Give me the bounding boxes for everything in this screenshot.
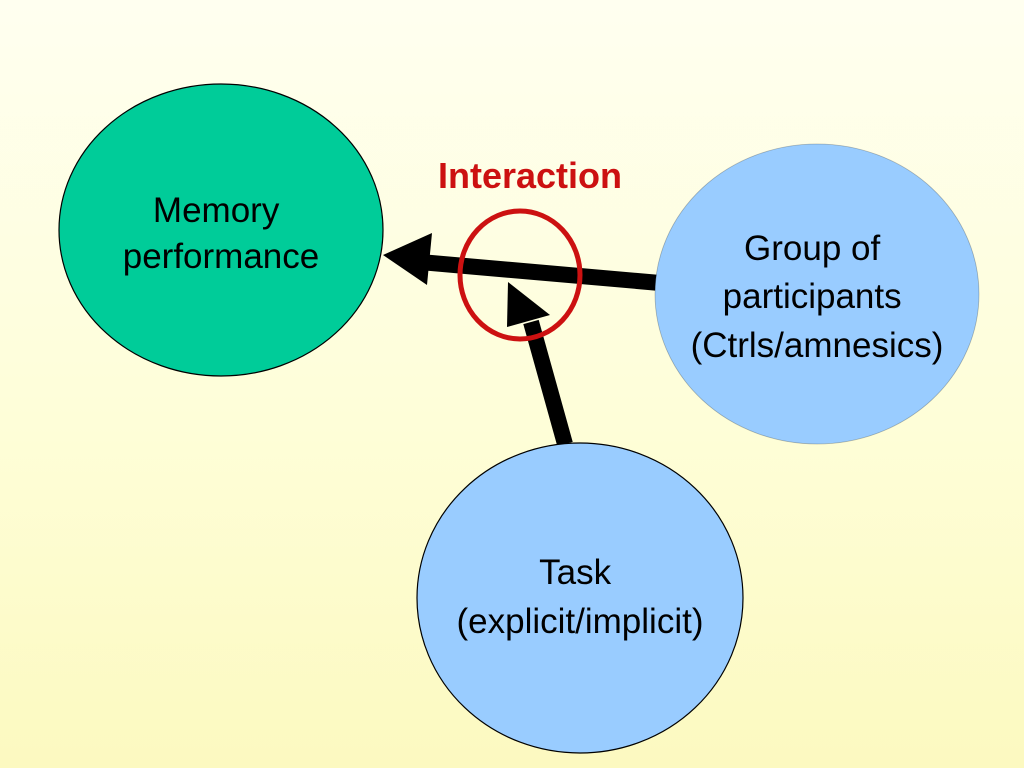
memory-label-line-2: performance [123,237,319,276]
memory-performance-node: Memory performance [58,83,384,377]
task-node: Task (explicit/implicit) [416,442,744,754]
group-label-line-3: (Ctrls/amnesics) [691,326,944,365]
group-label-line-1: Group of [744,229,880,268]
task-label-line-2: (explicit/implicit) [457,602,704,641]
task-to-interaction-arrow-shaft [523,319,573,447]
memory-label-line-1: Memory [153,191,280,230]
interaction-label: Interaction [438,155,622,196]
group-participants-node: Group of participants (Ctrls/amnesics) [654,143,980,445]
group-label-line-2: participants [723,277,902,316]
group-to-memory-arrowhead [383,233,432,285]
task-label-line-1: Task [539,553,611,592]
task-ellipse [416,442,744,754]
task-label: Task (explicit/implicit) [457,553,704,641]
memory-performance-ellipse [58,83,384,377]
group-participants-label: Group of participants (Ctrls/amnesics) [691,229,944,365]
group-to-memory-arrow-shaft [419,254,661,291]
task-to-interaction-arrowhead [507,282,550,327]
memory-performance-label: Memory performance [123,191,319,276]
group-participants-ellipse [654,143,980,445]
interaction-circle [457,208,583,342]
